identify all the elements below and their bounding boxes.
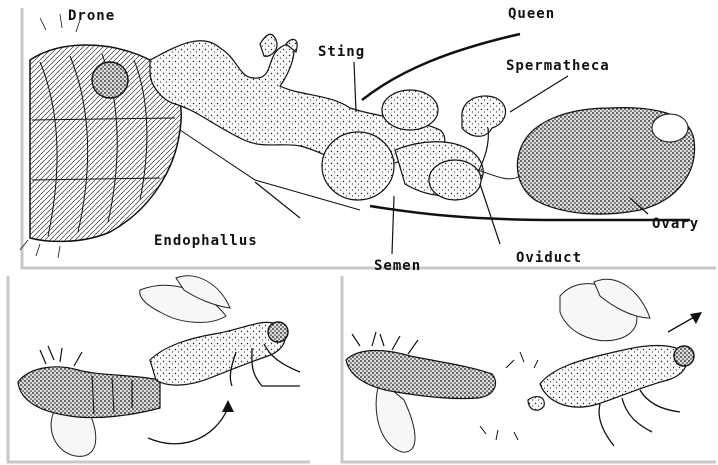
bottom-left-panel bbox=[4, 274, 310, 462]
label-oviduct: Oviduct bbox=[516, 250, 582, 266]
label-endophallus: Endophallus bbox=[154, 233, 258, 249]
label-semen: Semen bbox=[374, 258, 421, 274]
bottom-right-panel bbox=[338, 274, 716, 462]
label-ovary: Ovary bbox=[652, 216, 699, 232]
top-panel bbox=[20, 4, 716, 268]
label-queen: Queen bbox=[508, 6, 555, 22]
label-drone: Drone bbox=[68, 8, 115, 24]
label-sting: Sting bbox=[318, 44, 365, 60]
label-spermatheca: Spermatheca bbox=[506, 58, 610, 74]
